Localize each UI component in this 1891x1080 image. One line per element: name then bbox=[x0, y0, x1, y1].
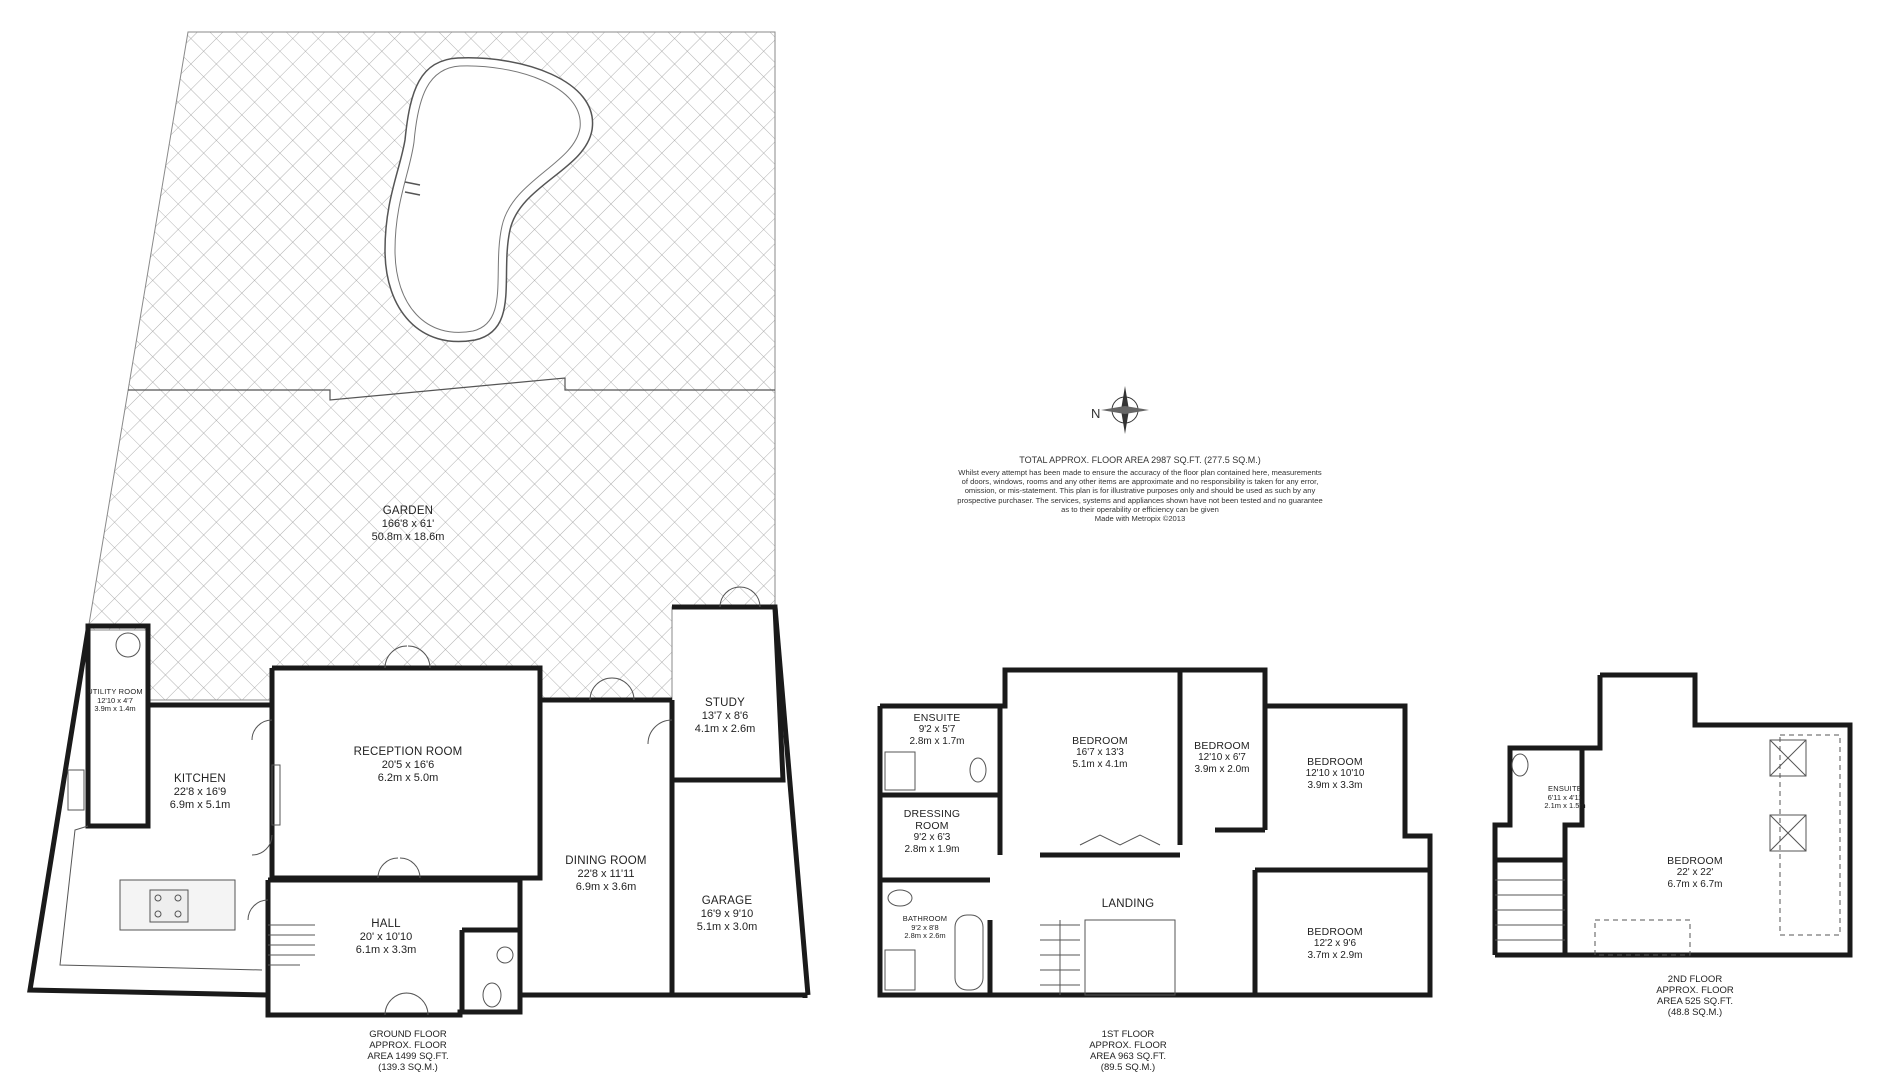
second-floor-walls bbox=[1492, 672, 1853, 958]
first-floor-fixtures bbox=[884, 751, 1176, 996]
floor-area-note: TOTAL APPROX. FLOOR AREA 2987 SQ.FT. (27… bbox=[930, 455, 1350, 523]
second-floor-fixtures bbox=[1495, 734, 1841, 956]
compass-rose-icon: N bbox=[1091, 386, 1149, 434]
disclaimer-line-3: omission, or mis-statement. This plan is… bbox=[964, 486, 1316, 496]
disclaimer-line-1: Whilst every attempt has been made to en… bbox=[958, 467, 1322, 477]
disclaimer-line-4: prospective purchaser. The services, sys… bbox=[957, 495, 1323, 505]
made-with-credit: Made with Metropix ©2013 bbox=[1094, 514, 1186, 524]
first-floor-walls bbox=[877, 667, 1433, 998]
ground-floor-walls bbox=[27, 604, 811, 1018]
disclaimer-line-2: of doors, windows, rooms and any other i… bbox=[961, 477, 1319, 487]
swimming-pool bbox=[384, 57, 594, 343]
ground-floor-fixtures bbox=[59, 586, 761, 1016]
room-label-landing: LANDING bbox=[1101, 898, 1155, 910]
total-floor-area: TOTAL APPROX. FLOOR AREA 2987 SQ.FT. (27… bbox=[1019, 455, 1261, 465]
compass-north-label: N bbox=[1091, 406, 1100, 421]
disclaimer-line-5: as to their operability or efficiency ca… bbox=[1061, 504, 1219, 514]
